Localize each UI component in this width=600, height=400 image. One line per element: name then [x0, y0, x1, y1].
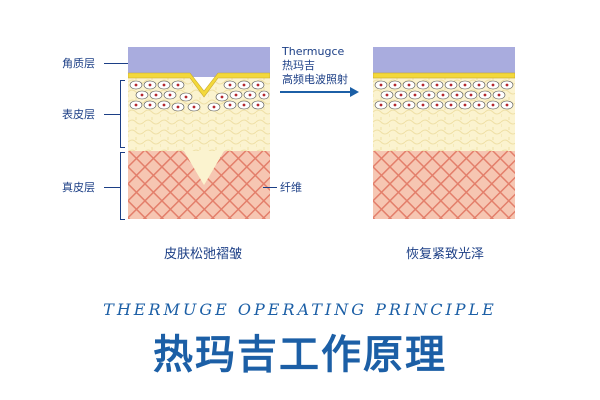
arrow-label-line2: 热玛吉 [282, 59, 315, 72]
epidermis-bracket [120, 80, 125, 148]
page-title: 热玛吉工作原理 [153, 332, 447, 378]
dermis-connector [104, 187, 120, 188]
epidermis-label: 表皮层 [62, 108, 95, 121]
skin-after-illustration [373, 47, 515, 219]
dermis-bracket [120, 152, 125, 220]
arrow-label-line1: Thermugce [282, 45, 345, 58]
subtitle: THERMUGE OPERATING PRINCIPLE [103, 300, 497, 319]
stratum-corneum-connector [104, 63, 134, 64]
epidermis-connector [104, 114, 120, 115]
right-arrow-icon [280, 87, 359, 97]
stratum-corneum-label: 角质层 [62, 57, 95, 70]
caption-after: 恢复紧致光泽 [405, 247, 484, 262]
skin-before-illustration [128, 47, 270, 219]
fiber-connector [263, 187, 277, 188]
arrow-label-line3: 高频电波照射 [282, 73, 348, 86]
caption-before: 皮肤松弛褶皱 [163, 247, 242, 262]
fiber-label: 纤维 [280, 181, 302, 194]
dermis-label: 真皮层 [62, 181, 95, 194]
